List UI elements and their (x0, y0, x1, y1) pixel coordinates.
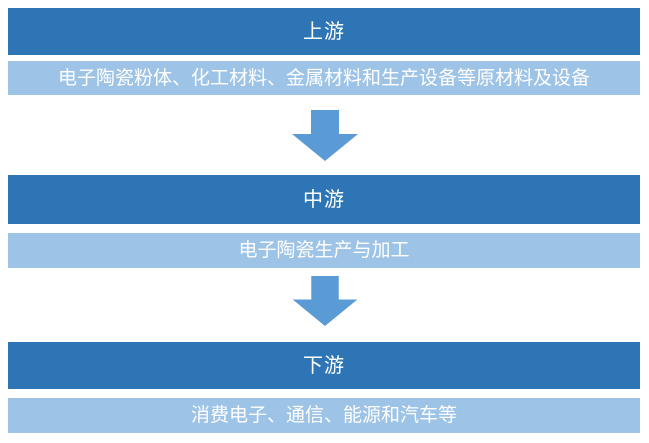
flow-arrow-2 (0, 276, 649, 326)
upstream-detail-bar: 电子陶瓷粉体、化工材料、金属材料和生产设备等原材料及设备 (8, 61, 640, 95)
down-arrow-icon (291, 110, 358, 161)
downstream-detail-bar: 消费电子、通信、能源和汽车等 (8, 398, 640, 433)
down-arrow-icon (292, 276, 357, 326)
downstream-header-label: 下游 (303, 354, 345, 377)
midstream-detail-bar: 电子陶瓷生产与加工 (8, 233, 640, 268)
downstream-detail-label: 消费电子、通信、能源和汽车等 (190, 405, 457, 426)
midstream-detail-label: 电子陶瓷生产与加工 (238, 240, 410, 261)
midstream-header-bar: 中游 (8, 175, 640, 224)
downstream-header-bar: 下游 (8, 342, 640, 389)
upstream-header-label: 上游 (303, 20, 345, 43)
upstream-detail-label: 电子陶瓷粉体、化工材料、金属材料和生产设备等原材料及设备 (57, 67, 590, 89)
midstream-header-label: 中游 (303, 188, 345, 211)
flow-arrow-1 (0, 110, 649, 161)
upstream-header-bar: 上游 (8, 8, 640, 55)
